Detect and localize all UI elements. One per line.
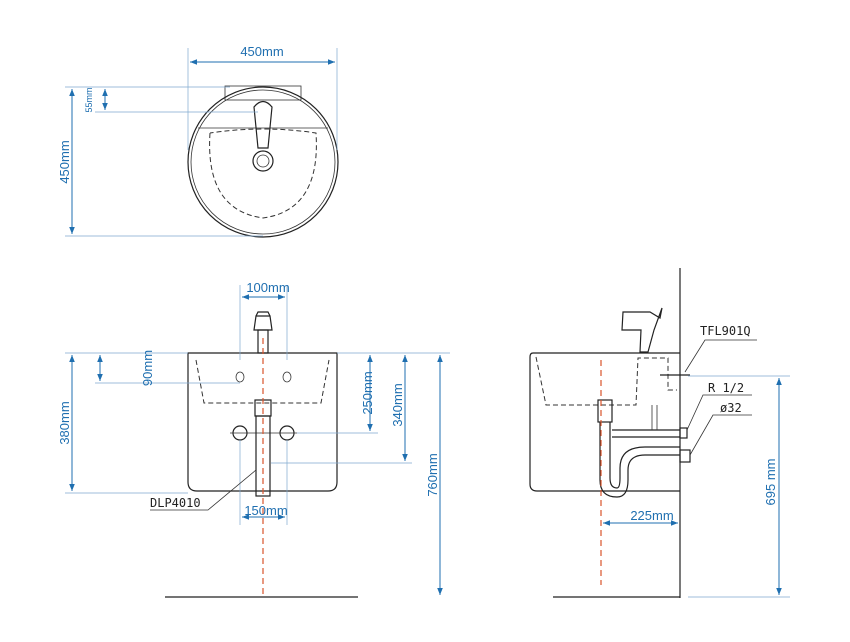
- mount-height-label: 695 mm: [763, 459, 778, 506]
- wall-offset-label: 225mm: [630, 508, 673, 523]
- drain-pipe: [255, 415, 271, 497]
- basin-side-outline: [529, 352, 680, 492]
- faucet-top-icon: [253, 100, 273, 149]
- faucet-front-icon: [253, 311, 273, 331]
- supply-thread-label: R 1/2: [708, 381, 744, 395]
- supply-height-label: 250mm: [360, 371, 375, 414]
- wall-mount-block: [224, 85, 302, 101]
- faucet-offset-label: 55mm: [84, 87, 94, 112]
- supply-spacing-label: 150mm: [244, 503, 287, 518]
- overflow-label: 90mm: [140, 350, 155, 386]
- top-view: 450mm 450mm 55mm: [57, 44, 339, 238]
- basin-outline: [187, 86, 339, 238]
- faucet-side-icon: [621, 307, 663, 353]
- drain-valve-side: [597, 399, 613, 423]
- total-height-label: 760mm: [425, 453, 440, 496]
- drain-diameter-label: ø32: [720, 401, 742, 415]
- top-depth-label: 450mm: [57, 140, 72, 183]
- top-width-label: 450mm: [240, 44, 283, 59]
- p-trap: [599, 422, 680, 498]
- basin-height-label: 380mm: [57, 401, 72, 444]
- drain-height-label: 340mm: [390, 383, 405, 426]
- basin-front-outline: [187, 352, 338, 492]
- side-view: TFL901Q R 1/2 ø32 225mm 695 mm: [529, 268, 790, 598]
- faucet-model-label: TFL901Q: [700, 324, 751, 338]
- front-view: 100mm 90mm 380mm 250mm 340mm 760mm 150mm…: [57, 280, 450, 598]
- bowl-dashed-outline: [209, 128, 317, 219]
- drain-hole: [252, 150, 274, 172]
- drain-model-label: DLP4010: [150, 496, 201, 510]
- faucet-spacing-label: 100mm: [246, 280, 289, 295]
